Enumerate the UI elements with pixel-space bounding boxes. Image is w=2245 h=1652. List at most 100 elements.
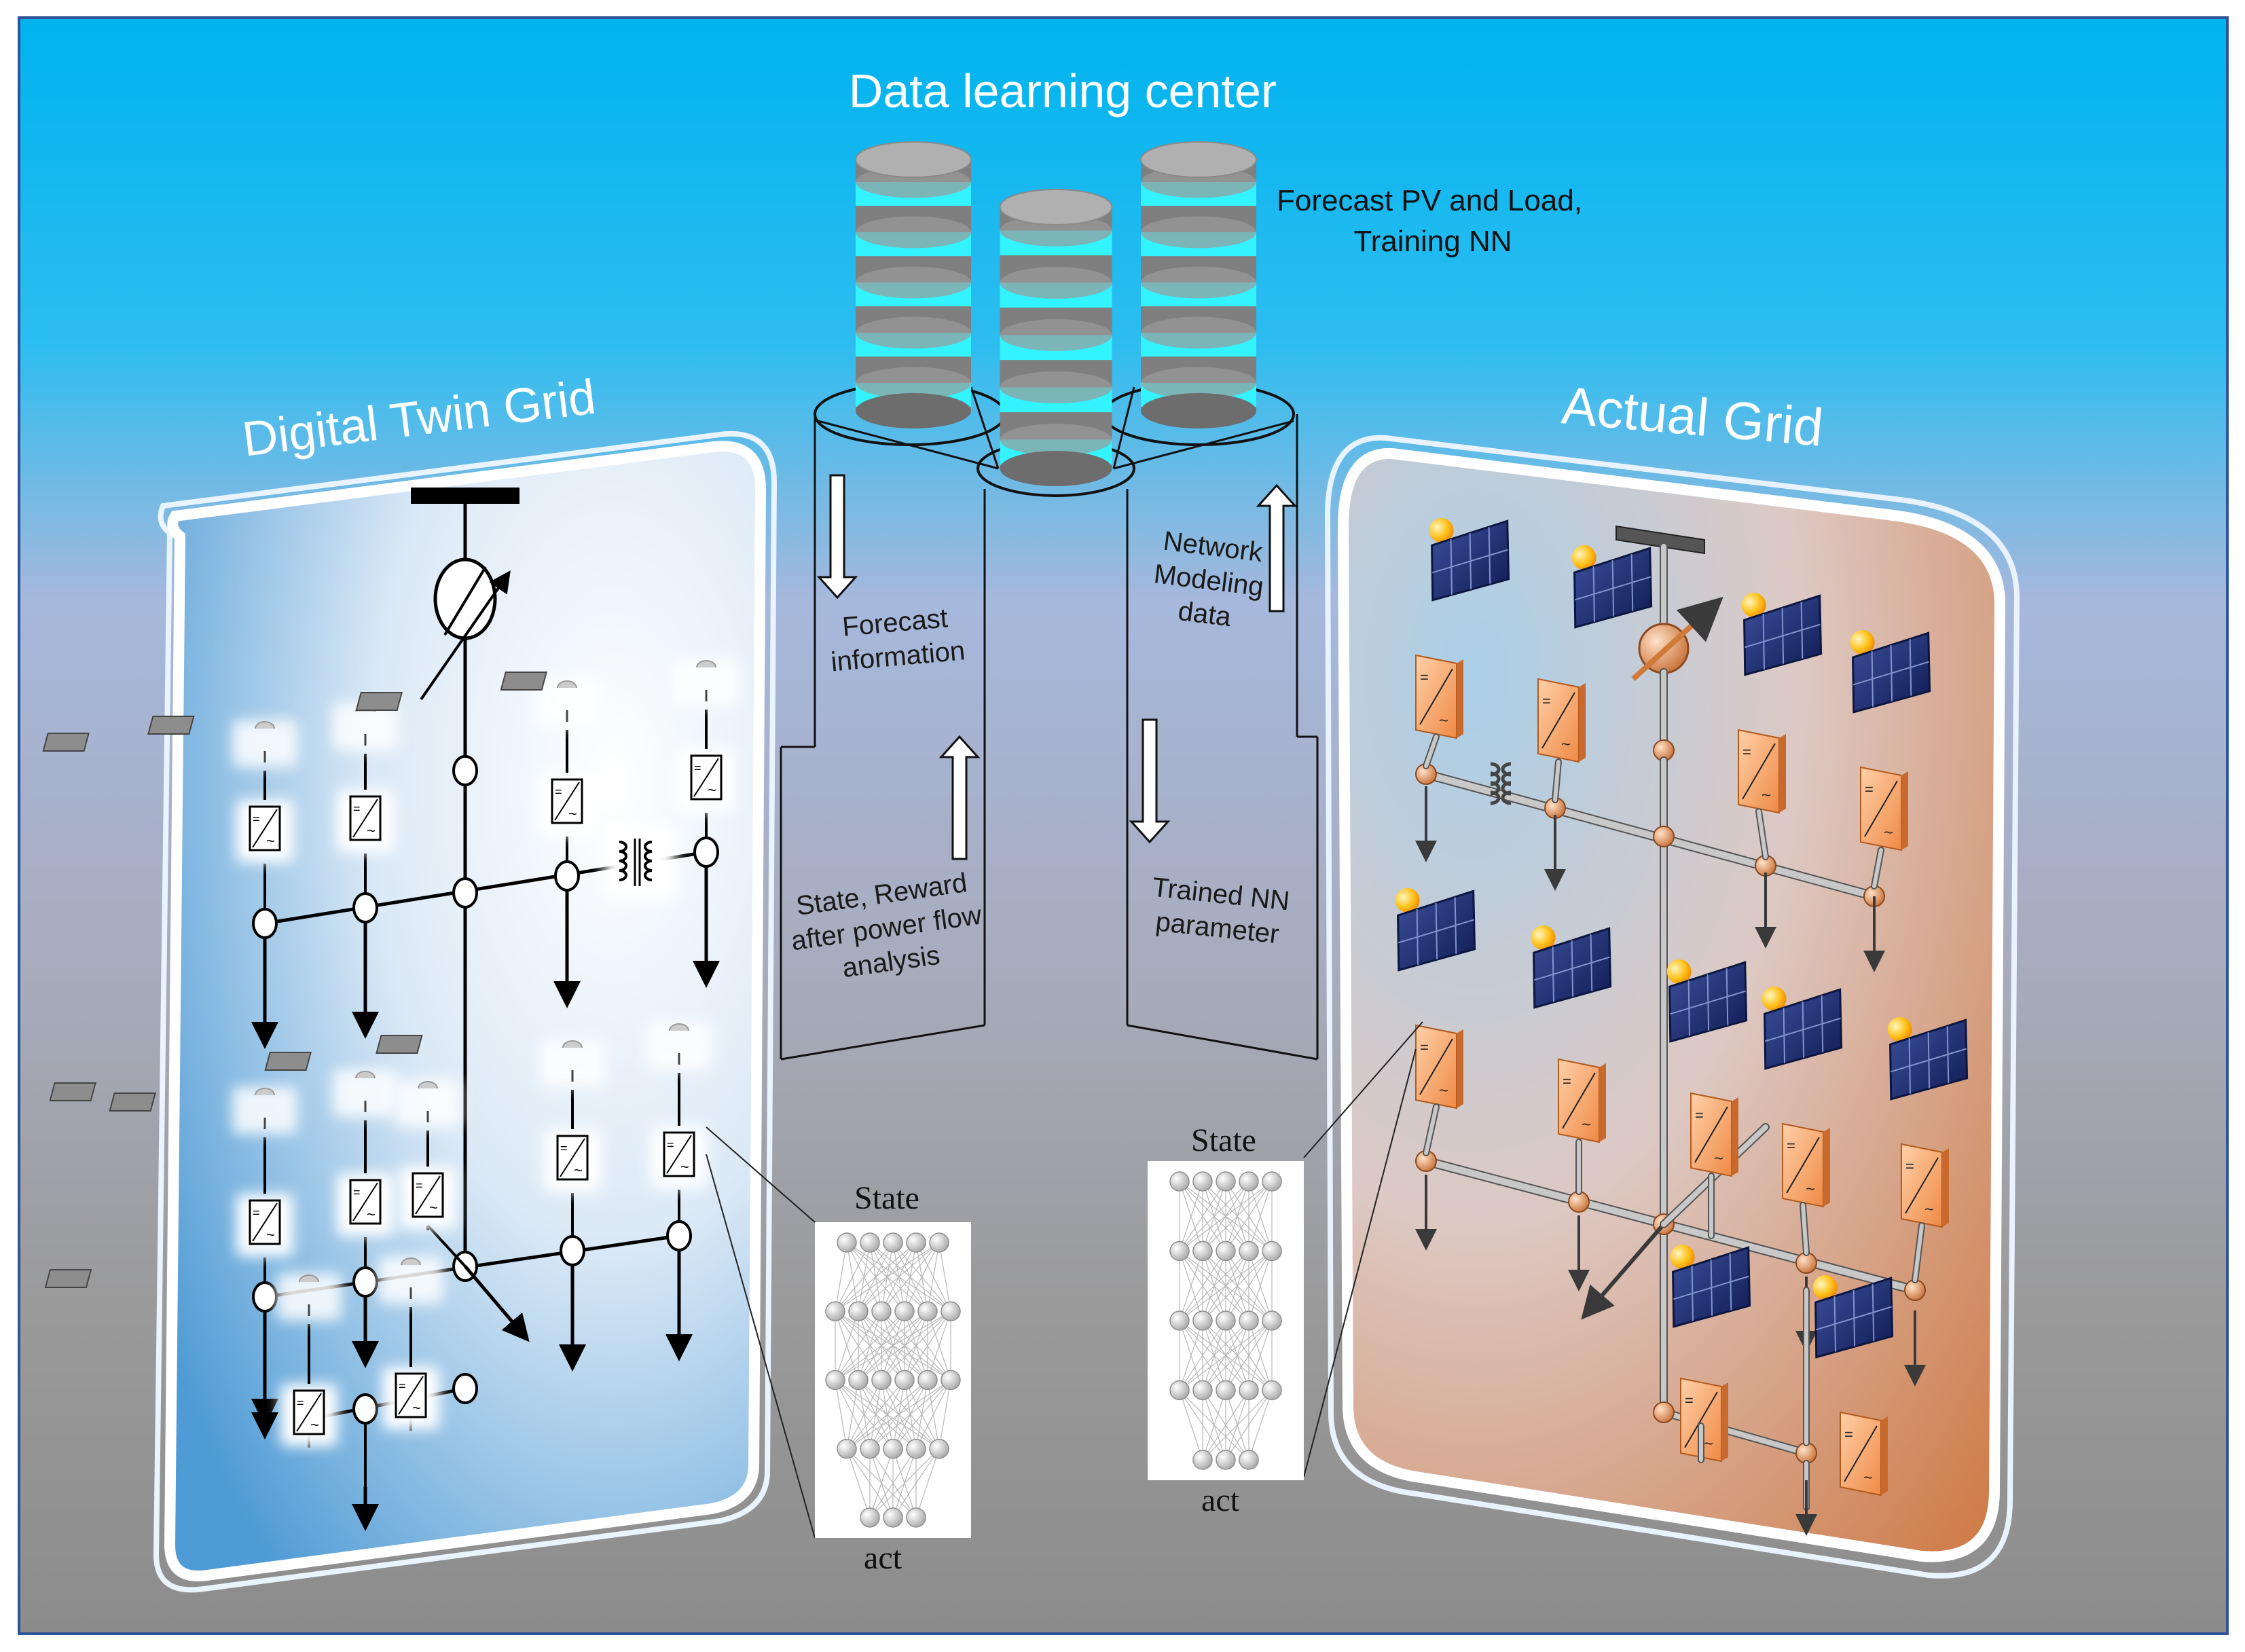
sun-icon — [255, 1088, 275, 1096]
database-top — [855, 141, 972, 178]
solar-unit — [1429, 517, 1510, 602]
arrow-down-forecast — [816, 474, 858, 600]
nn-neuron — [883, 1232, 903, 1253]
inverter-unit: =~ — [1537, 678, 1586, 763]
nn-connection — [927, 1311, 951, 1380]
svg-text:=: = — [353, 802, 361, 815]
nn-neuron — [825, 1370, 845, 1391]
nn-neuron — [1169, 1241, 1190, 1262]
nn-connection — [1179, 1320, 1249, 1391]
nn-connection — [835, 1242, 847, 1312]
solar-unit — [1887, 1016, 1969, 1101]
nn-connection — [1179, 1251, 1226, 1321]
bus-node — [352, 1266, 378, 1298]
busbar — [411, 488, 519, 504]
nn-neuron — [894, 1301, 915, 1321]
nn-connection — [904, 1242, 940, 1312]
solar-panel-icon — [376, 1035, 423, 1054]
nn-connection — [835, 1310, 905, 1380]
solar-panel-icon — [49, 1082, 96, 1101]
nn-connection — [1179, 1251, 1273, 1321]
solar-unit — [1670, 1244, 1751, 1328]
inverter-unit: =~ — [337, 790, 394, 852]
inverter-unit: =~ — [337, 1173, 394, 1236]
svg-text:~: ~ — [680, 1158, 689, 1175]
nn-neuron — [1192, 1171, 1213, 1192]
svg-text:~: ~ — [1884, 824, 1893, 842]
caption-line-1: Forecast PV and Load, — [1277, 184, 1582, 217]
nn-connection — [846, 1379, 951, 1450]
data-learning-center — [780, 141, 1319, 1061]
bus-node — [1653, 826, 1675, 847]
nn-neuron — [1192, 1241, 1213, 1262]
bus-node — [452, 755, 478, 786]
nn-connection — [904, 1310, 951, 1380]
nn-neuron — [1192, 1380, 1213, 1401]
nn-connection — [1202, 1390, 1226, 1461]
nn-neuron — [860, 1439, 880, 1459]
nn-connection — [938, 1242, 951, 1312]
nn-connection — [1179, 1251, 1203, 1321]
nn-connection — [835, 1310, 928, 1380]
actual-grid: =~=~=~=~=~=~=~=~=~=~=~ — [1395, 517, 1969, 1536]
transformer-coil-icon — [1490, 762, 1512, 805]
inverter-unit: =~ — [1840, 1411, 1888, 1497]
solar-panel-icon — [44, 1269, 92, 1288]
nn-right-state-label: State — [1191, 1122, 1256, 1158]
nn-neuron — [1216, 1171, 1236, 1192]
feeder-arrow — [464, 1265, 530, 1342]
inverter-unit: =~ — [280, 1384, 337, 1446]
nn-connection — [915, 1380, 951, 1450]
nn-neuron — [883, 1439, 903, 1459]
svg-text:=: = — [555, 785, 562, 799]
svg-text:=: = — [694, 761, 701, 775]
solar-panel-icon — [500, 672, 547, 691]
bus-node — [252, 1281, 278, 1313]
svg-text:~: ~ — [574, 1162, 583, 1179]
database-cylinder — [1140, 141, 1257, 428]
solar-unit — [1850, 629, 1931, 714]
svg-text:~: ~ — [310, 1416, 319, 1433]
svg-text:~: ~ — [1439, 1082, 1448, 1100]
nn-neuron — [1239, 1450, 1259, 1470]
nn-neuron — [906, 1232, 926, 1253]
solar-unit — [1395, 887, 1476, 972]
pv-unit — [109, 1080, 460, 1127]
sun-icon — [557, 680, 577, 689]
sun-icon — [401, 1258, 421, 1266]
feeder-line — [1913, 1224, 1924, 1282]
nn-neuron — [1216, 1380, 1236, 1401]
svg-text:=: = — [1685, 1392, 1694, 1409]
pv-unit — [355, 679, 600, 727]
bus-node — [352, 1393, 378, 1425]
sun-icon — [1670, 1244, 1695, 1269]
nn-connection — [1202, 1320, 1273, 1391]
nn-connection — [835, 1310, 882, 1380]
svg-text:=: = — [353, 1186, 361, 1199]
inverter-unit: =~ — [1860, 766, 1908, 851]
solar-unit — [1571, 545, 1653, 629]
nn-neuron — [871, 1301, 892, 1321]
inverter-unit: =~ — [1680, 1377, 1728, 1463]
nn-neuron — [1216, 1310, 1236, 1331]
pv-unit — [232, 1086, 297, 1134]
svg-text:~: ~ — [1714, 1150, 1723, 1168]
nn-neuron — [941, 1301, 961, 1321]
sun-icon — [1571, 545, 1596, 570]
sun-icon — [1887, 1016, 1912, 1042]
svg-text:=: = — [416, 1179, 423, 1192]
nn-connection — [1202, 1390, 1249, 1461]
nn-neuron — [837, 1439, 857, 1459]
nn-connection — [846, 1380, 882, 1450]
feeder-line — [1424, 1105, 1438, 1155]
inverter-unit: =~ — [236, 800, 293, 862]
nn-connection — [1225, 1390, 1273, 1461]
nn-connection — [1202, 1251, 1273, 1321]
nn-neuron — [883, 1507, 903, 1528]
inverter-unit: =~ — [678, 749, 735, 811]
nn-neuron — [906, 1507, 926, 1528]
inverter-unit: =~ — [651, 1126, 708, 1188]
nn-neuron — [848, 1301, 869, 1321]
solar-panel-icon — [42, 733, 90, 752]
solar-panel-icon — [264, 1052, 312, 1071]
